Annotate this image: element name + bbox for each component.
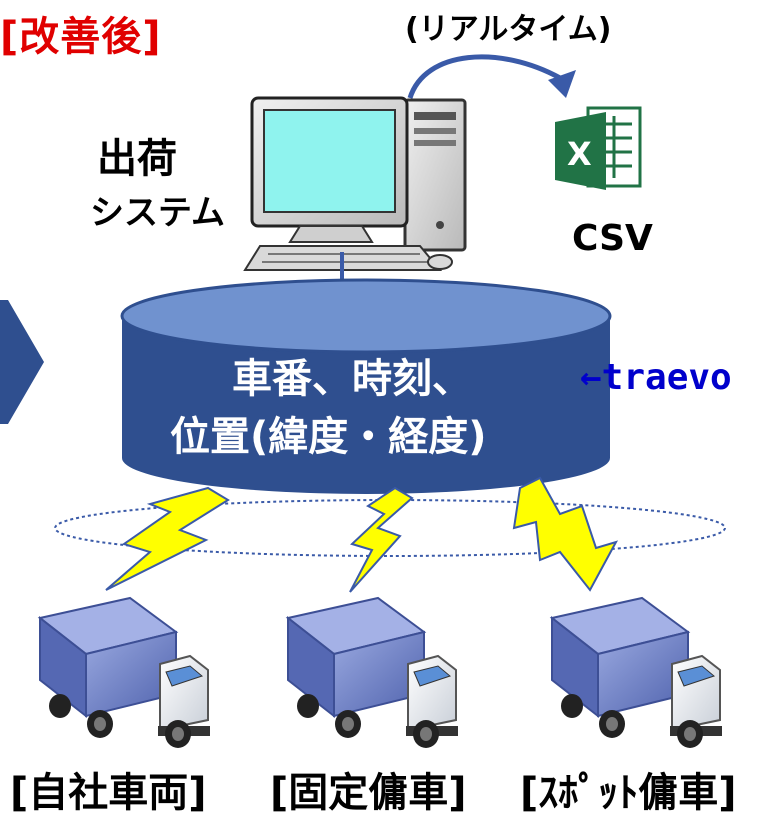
after-heading: [改善後]	[0, 14, 162, 60]
truck-icon	[37, 596, 210, 748]
desktop-computer-icon	[243, 96, 467, 271]
system-name-line1: 出荷	[97, 136, 177, 182]
truck-icon	[549, 596, 722, 748]
csv-label: CSV	[572, 218, 653, 259]
lightning-icon	[512, 476, 619, 592]
truck-icon	[285, 596, 458, 748]
lightning-icon	[349, 486, 414, 593]
left-arrow-shape	[0, 300, 44, 424]
vehicle-label-own: [自社車両]	[10, 770, 207, 816]
database-cylinder	[120, 278, 612, 494]
export-arrow-head	[548, 70, 576, 98]
vehicle-label-fixed-charter: [固定傭車]	[270, 770, 467, 816]
lightning-icon	[105, 486, 230, 591]
realtime-label: (リアルタイム)	[405, 12, 612, 47]
svg-text:X: X	[567, 135, 592, 173]
database-fields-line1: 車番、時刻、	[232, 356, 472, 402]
source-label: ←traevo	[580, 357, 732, 398]
database-fields-line2: 位置(緯度・経度)	[170, 414, 487, 460]
system-name-line2: システム	[90, 193, 225, 233]
export-curved-arrow	[407, 54, 562, 99]
vehicle-label-spot-charter: [ｽﾎﾟｯﾄ傭車]	[520, 770, 737, 816]
excel-icon: X	[555, 106, 642, 190]
